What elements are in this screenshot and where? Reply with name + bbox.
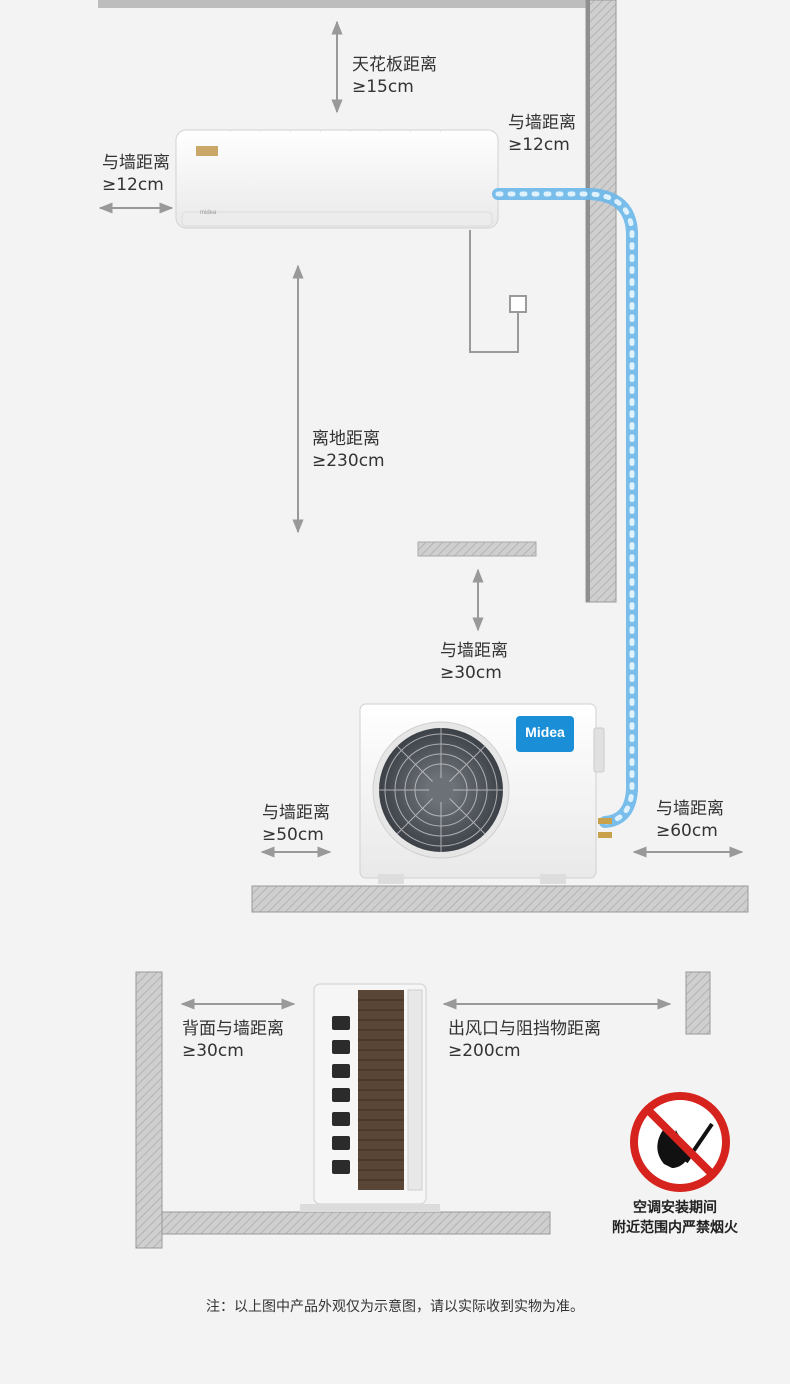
outlet-label: 出风口与阻挡物距离 ≥200cm [448,1019,601,1061]
overhang [417,541,537,557]
outdoor-left-label: 与墙距离 ≥50cm [262,803,330,845]
ceiling [98,0,586,8]
no-fire-icon [630,1092,730,1192]
back-wall [135,971,163,1249]
ground-slab [251,885,749,913]
ceiling-label: 天花板距离 ≥15cm [352,55,437,97]
outdoor-top-label: 与墙距离 ≥30cm [440,641,508,683]
refrigerant-pipe [492,188,638,828]
indoor-left-label: 与墙距离 ≥12cm [102,153,170,195]
outdoor-right-label: 与墙距离 ≥60cm [656,799,724,841]
outdoor-unit [359,703,612,884]
drain-line [469,230,527,353]
floor-label: 离地距离 ≥230cm [312,429,385,471]
svg-text:midea: midea [200,210,217,216]
brand-logo: Midea [525,724,565,740]
indoor-right-label: 与墙距离 ≥12cm [508,113,576,155]
disclaimer-note: 注：以上图中产品外观仅为示意图，请以实际收到实物为准。 [206,1299,584,1315]
no-fire-warning: 空调安装期间 附近范围内严禁烟火 [612,1200,738,1236]
back-label: 背面与墙距离 ≥30cm [182,1019,284,1061]
bottom-floor [161,1211,551,1235]
indoor-unit: midea [175,129,499,229]
right-wall [585,0,617,603]
outdoor-unit-side [300,983,440,1212]
obstacle-wall [685,971,711,1035]
